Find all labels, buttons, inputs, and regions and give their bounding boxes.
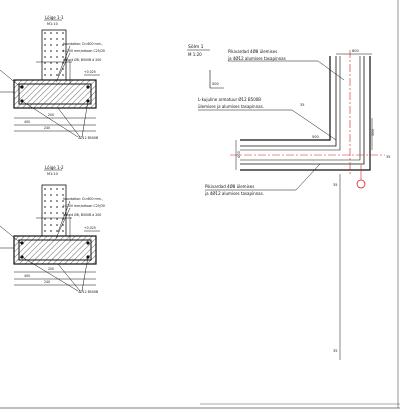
dim-label: 400 [24, 120, 30, 124]
beam-section [13, 79, 97, 109]
foundation-label: foundation: D=600 mm., [63, 42, 103, 46]
section-2-title: Lõige 1-2 [45, 165, 64, 170]
plan-detail: Sõlm 1 M 1:20 500 600 Pikivardad 4Ø8 üle… [187, 44, 390, 360]
section-2-scale: M1:10 [47, 172, 58, 176]
dim-35-b: 35 [386, 155, 390, 159]
beam-section [13, 235, 97, 265]
section-1-title: Lõige 1-1 [45, 15, 64, 20]
section-1-scale: M1:10 [47, 22, 58, 26]
section-1: Lõige 1-1 M1:10 foundation: D=600 mm., t… [0, 15, 105, 140]
wall-block [41, 29, 67, 81]
level-label: +0,025 [84, 70, 96, 74]
rebar-dot [20, 241, 24, 245]
level-label: +0,025 [84, 226, 96, 230]
wall-block [41, 184, 67, 237]
rebar-dot [86, 85, 90, 89]
dim-label: 400 [24, 274, 30, 278]
dim-35-d: 35 [333, 349, 337, 353]
rebar-label: 4Ø12 B500B [78, 135, 98, 140]
stirrup-label: rangid Ø8, B500B à 200 [63, 57, 101, 62]
grid-bubble [356, 179, 366, 189]
wall-outline-inner [240, 56, 371, 171]
wall-outline-outer [240, 56, 331, 141]
dim-600: 600 [352, 49, 359, 53]
dim-label: 200 [48, 267, 54, 271]
note-3-line-1: Pikivardad 4Ø8 ülemises [205, 184, 254, 189]
stirrup-label: rangid Ø8, B500B à 200 [63, 212, 101, 217]
rebar-dot [86, 241, 90, 245]
dim-box [209, 70, 224, 89]
dim-500-vert: 500 [371, 129, 375, 136]
rebar-label: 4Ø12 B500B [78, 289, 98, 294]
plan-title: Sõlm 1 [188, 44, 204, 50]
note-1-line-2: ja 4Ø12 alumises tasapinnas [227, 56, 286, 61]
dim-35-c: 35 [333, 183, 337, 187]
dim-500-left: 500 [212, 82, 219, 86]
note-2-line-2: ülemises ja alumises tasapinnas. [198, 104, 264, 109]
concrete-label: t=200 mm;betoon C25/30 [63, 49, 105, 53]
dim-35-a: 35 [300, 103, 304, 107]
dim-label: 240 [44, 280, 50, 284]
rebar-dot [20, 85, 24, 89]
note-2-line-1: L-kujuline armatuur Ø12 B500B [198, 97, 261, 102]
section-2: Lõige 1-2 M1:10 foundation: D=600 mm., t… [0, 165, 105, 294]
dim-label: 200 [48, 113, 54, 117]
note-1-line-1: Pikivardad 4Ø8 ülemises [228, 49, 277, 54]
foundation-label: foundation: D=600 mm., [63, 197, 103, 201]
dim-400: 400 [237, 151, 241, 158]
stirrup [18, 239, 92, 261]
stirrup [18, 83, 92, 105]
dim-500-mid: 500 [312, 135, 319, 139]
plan-scale: M 1:20 [188, 52, 202, 57]
concrete-label: t=200 mm;betoon C25/30 [63, 204, 105, 208]
note-3-line-2: ja 4Ø12 alumises tasapinnas. [204, 191, 264, 196]
dim-label: 240 [44, 126, 50, 130]
